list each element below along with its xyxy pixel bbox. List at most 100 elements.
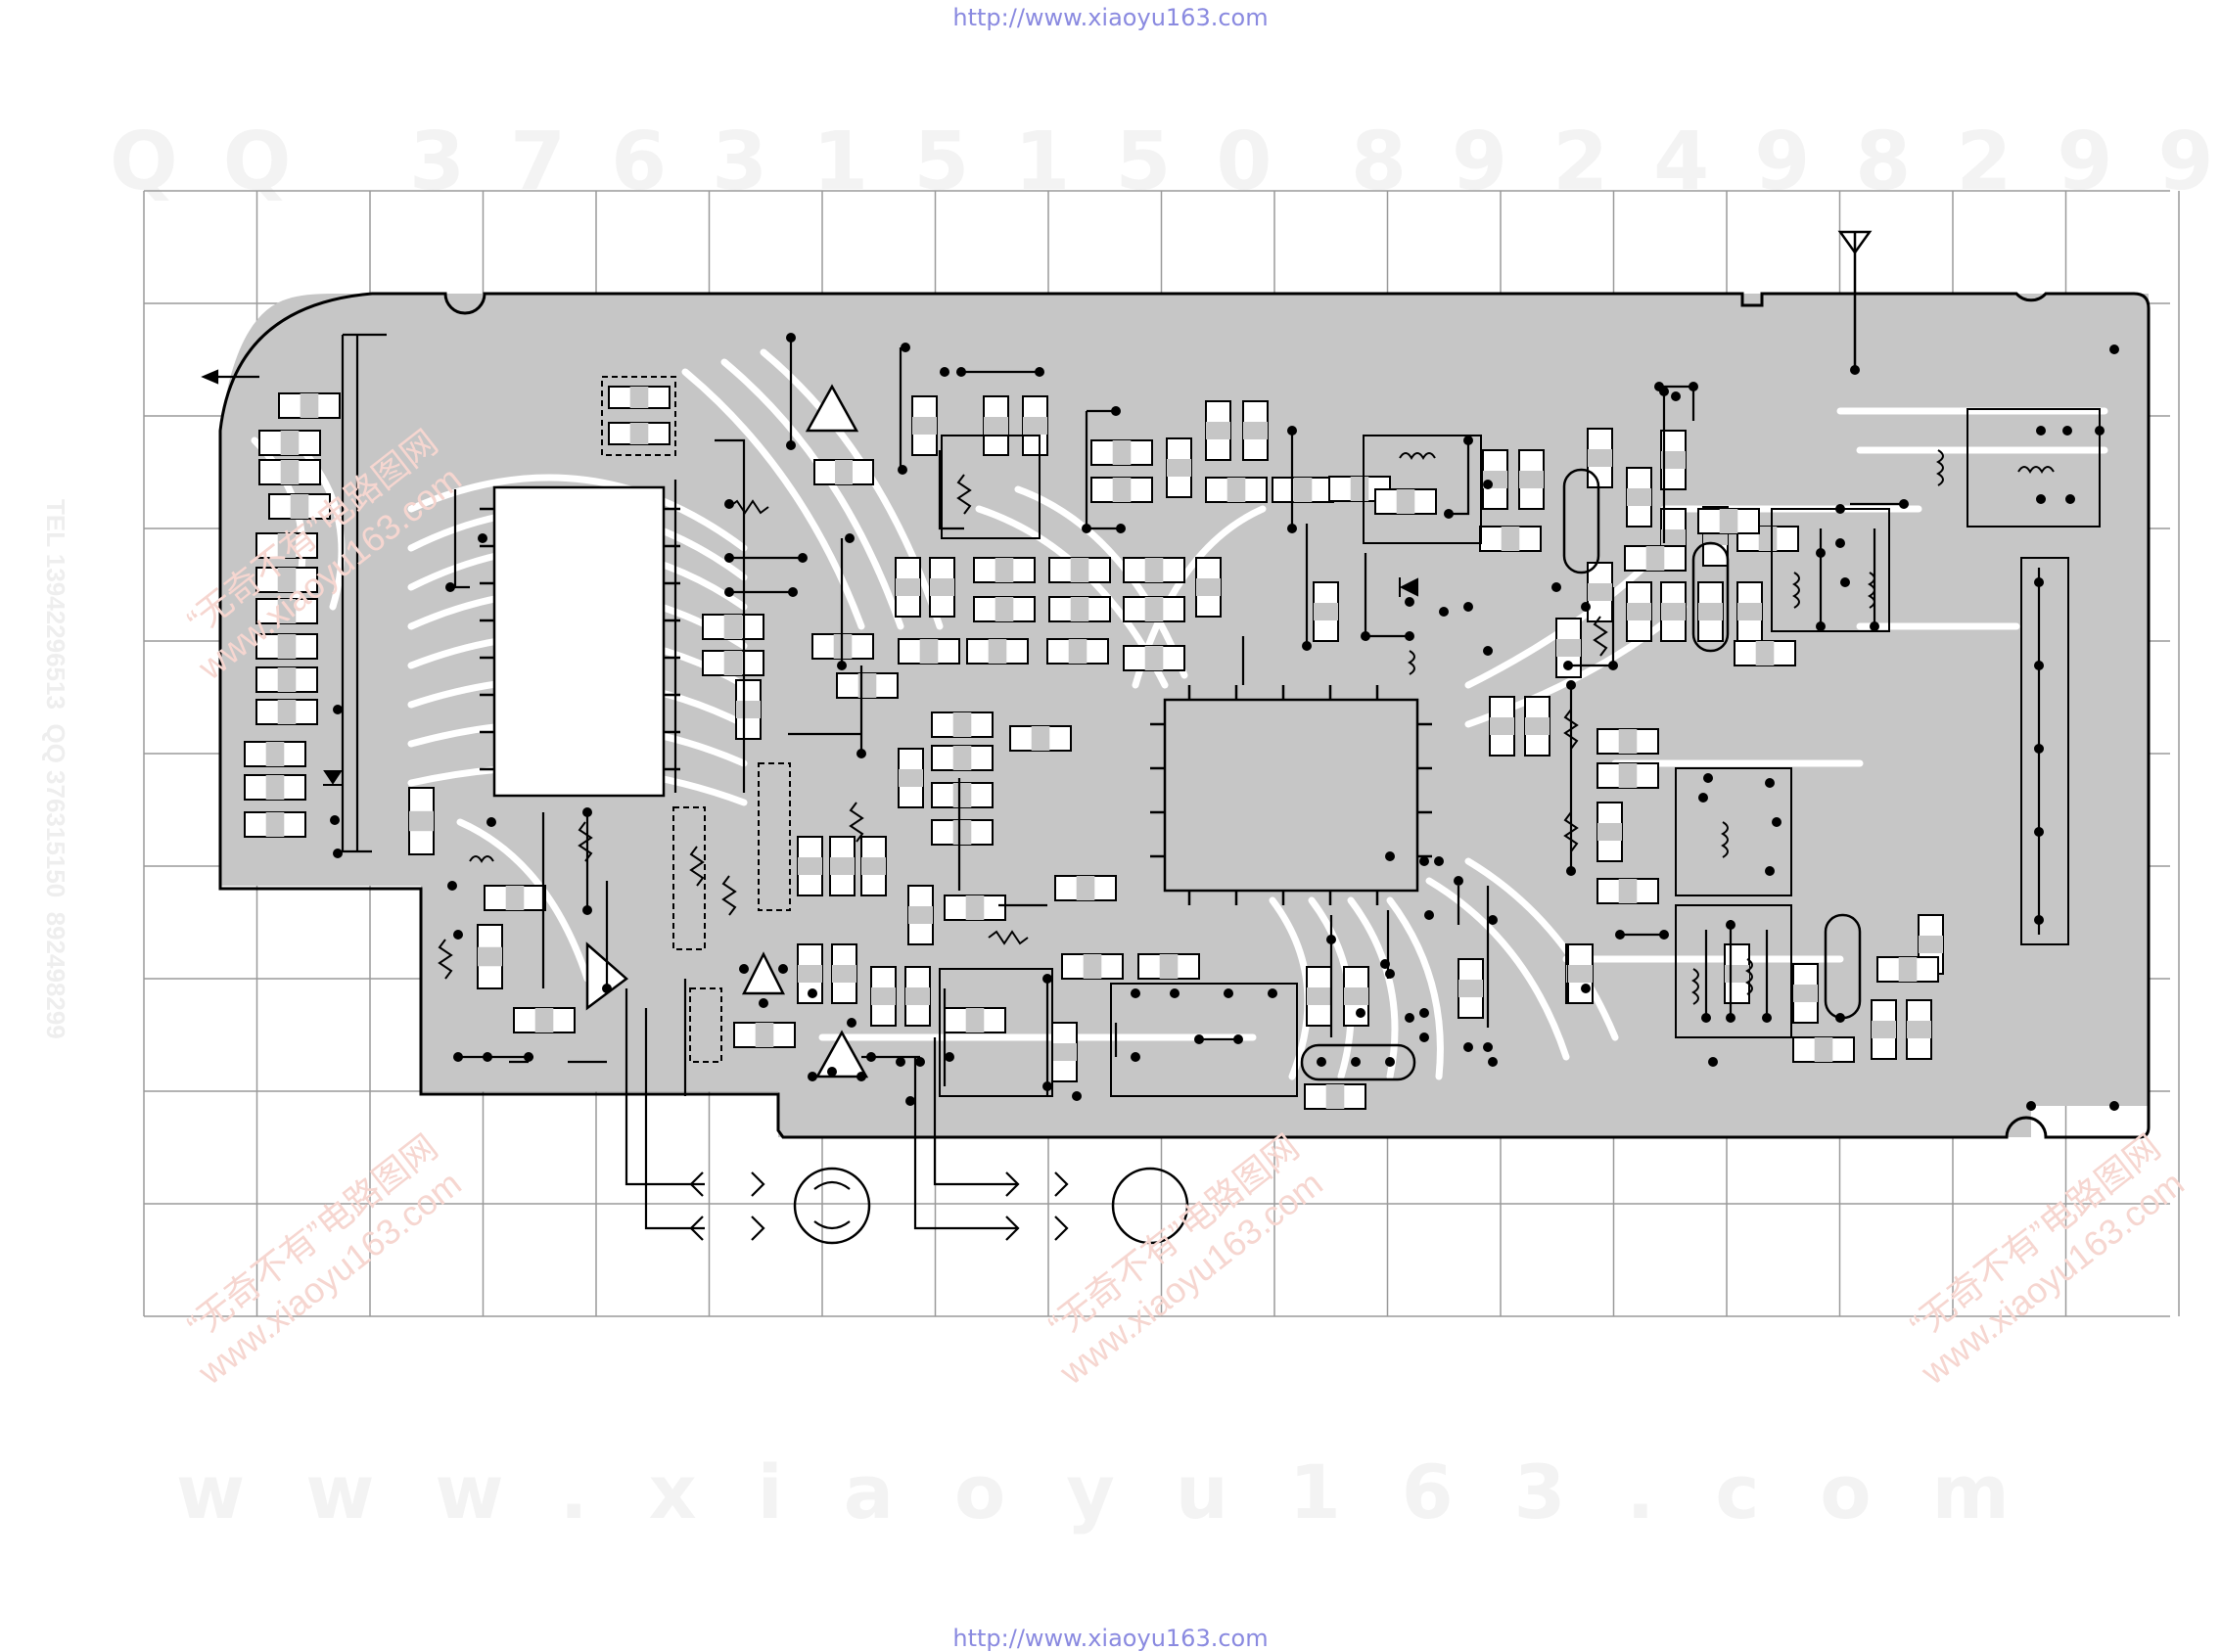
pad-gap [899, 769, 923, 787]
solder-dot [1566, 680, 1576, 690]
solder-dot [1551, 582, 1561, 592]
pad-gap [1145, 558, 1164, 582]
solder-dot [1385, 851, 1395, 861]
solder-dot [1454, 876, 1463, 886]
pad-gap [724, 615, 743, 639]
solder-dot [2065, 494, 2075, 504]
pad-gap [724, 651, 743, 675]
ic-left [480, 487, 680, 796]
pad-gap [1568, 965, 1593, 983]
pad-gap [756, 1023, 774, 1047]
solder-dot [1840, 577, 1850, 587]
pad-gap [1907, 1021, 1931, 1038]
solder-dot [486, 817, 496, 827]
solder-dot [915, 1057, 925, 1067]
pad-gap [908, 906, 933, 924]
pad-gap [1071, 597, 1089, 621]
pad-gap [930, 578, 954, 596]
pad-gap [953, 820, 972, 845]
pad-gap [1160, 954, 1179, 979]
pad-gap [1113, 440, 1132, 465]
solder-dot [1566, 866, 1576, 876]
solder-dot [1772, 817, 1781, 827]
solder-dot [2034, 827, 2044, 837]
solder-dot [447, 881, 457, 891]
solder-dot [333, 849, 343, 858]
solder-dot [483, 1052, 492, 1062]
solder-dot [1385, 969, 1395, 979]
pad-gap [920, 639, 939, 664]
solder-dot [1419, 1008, 1429, 1018]
pad-gap [1307, 987, 1331, 1005]
solder-dot [1194, 1034, 1204, 1044]
pad-gap [989, 639, 1007, 664]
solder-dot [1424, 910, 1434, 920]
pad-gap [1619, 879, 1638, 903]
pad-gap [861, 857, 886, 875]
solder-dot [1224, 988, 1233, 998]
pad-gap [1793, 985, 1818, 1002]
pad-gap [630, 423, 649, 444]
pad-gap [1698, 603, 1723, 620]
solder-dot [333, 705, 343, 714]
solder-dot [1698, 793, 1708, 803]
solder-dot [582, 807, 592, 817]
solder-dot [1131, 988, 1140, 998]
solder-dot [898, 465, 907, 475]
solder-dot [1835, 1013, 1845, 1023]
pad-gap [1196, 578, 1221, 596]
solder-dot [1287, 426, 1297, 436]
solder-dot [1405, 631, 1414, 641]
solder-dot [1385, 1057, 1395, 1067]
solder-dot [1419, 1032, 1429, 1042]
solder-dot [1483, 1042, 1493, 1052]
pad-gap [1167, 459, 1191, 477]
solder-dot [1380, 959, 1390, 969]
ic-center [1150, 685, 1432, 905]
solder-dot [837, 661, 847, 670]
solder-dot [1488, 915, 1498, 925]
solder-dot [1581, 602, 1591, 612]
pad-gap [905, 987, 930, 1005]
solder-dot [2034, 577, 2044, 587]
pad-gap [1619, 729, 1638, 754]
pad-gap [266, 812, 285, 837]
solder-dot [1434, 856, 1444, 866]
solder-dot [1111, 406, 1121, 416]
solder-dot [905, 1096, 915, 1106]
solder-dot [1726, 1013, 1735, 1023]
solder-dot [1608, 661, 1618, 670]
solder-dot [956, 367, 966, 377]
pad-gap [1737, 603, 1762, 620]
solder-dot [798, 553, 808, 563]
solder-dot [1131, 1052, 1140, 1062]
pad-gap [1458, 980, 1483, 997]
pad-gap [1815, 1037, 1833, 1062]
pad-gap [1725, 965, 1749, 983]
pad-gap [1597, 823, 1622, 841]
solder-dot [1816, 621, 1826, 631]
pad-gap [995, 597, 1014, 621]
pad-gap [736, 701, 761, 718]
solder-dot [582, 905, 592, 915]
solder-dot [2034, 661, 2044, 670]
pad-gap [1113, 478, 1132, 502]
pad-gap [1084, 954, 1102, 979]
pad-gap [953, 783, 972, 807]
pad-gap [281, 431, 300, 455]
solder-dot [1581, 984, 1591, 993]
solder-dot [856, 1072, 866, 1081]
solder-dot [1439, 607, 1449, 617]
solder-dot [478, 533, 487, 543]
solder-dot [2109, 344, 2119, 354]
solder-dot [1703, 773, 1713, 783]
pad-gap [1052, 1043, 1077, 1061]
pad-gap [1525, 717, 1550, 735]
solder-dot [1654, 382, 1664, 391]
solder-dot [786, 333, 796, 343]
pad-gap [1759, 527, 1778, 551]
pad-gap [966, 1008, 985, 1032]
solder-dot [786, 440, 796, 450]
solder-dot [2034, 915, 2044, 925]
